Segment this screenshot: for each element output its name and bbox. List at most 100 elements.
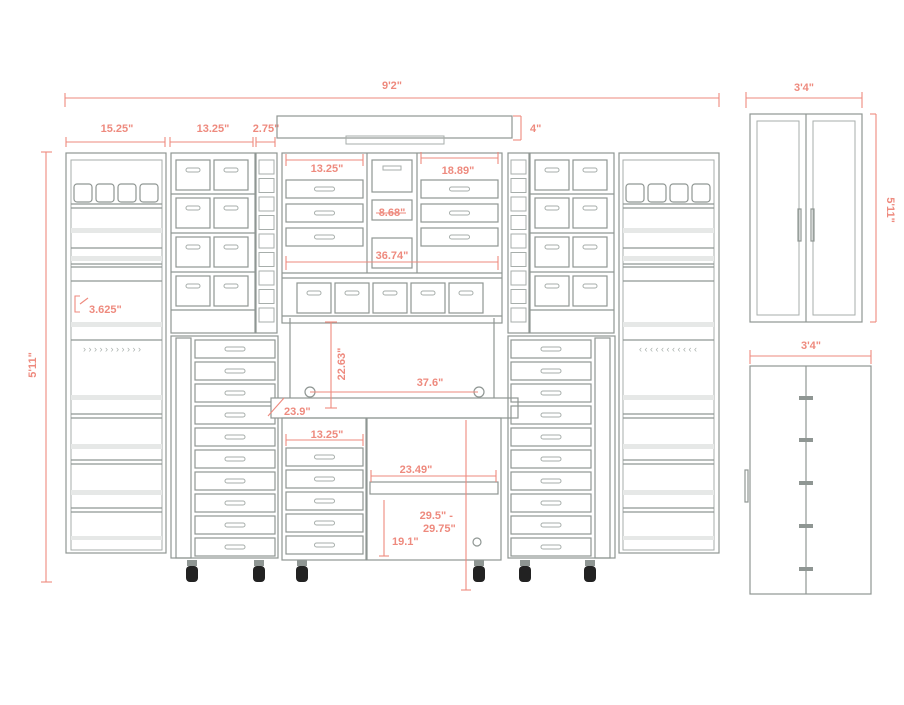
drawer-handle (314, 186, 335, 192)
drawer (420, 203, 499, 223)
bin-handle (582, 167, 598, 173)
spine-pocket (510, 270, 527, 286)
drawer (510, 405, 592, 425)
drawer (510, 383, 592, 403)
storage-bin (213, 197, 249, 229)
bin-handle (344, 290, 360, 296)
spine-pocket (258, 270, 275, 286)
right-bin-section (507, 152, 616, 559)
drawer (194, 537, 276, 557)
caster-wheel (253, 566, 265, 582)
drawer-handle (449, 234, 470, 240)
storage-bin (572, 236, 608, 268)
drawer (194, 449, 276, 469)
drawer-handle (224, 390, 246, 396)
bin-handle (185, 244, 201, 250)
hinge (799, 567, 813, 571)
storage-bin (572, 197, 608, 229)
caster-wheel (186, 566, 198, 582)
bin-handle (582, 283, 598, 289)
spine-pocket (510, 178, 527, 193)
spine-pocket (258, 178, 275, 193)
bin-handle (382, 290, 398, 296)
spine-pocket (258, 252, 275, 267)
caster-mount (297, 560, 307, 566)
drawer-handle (540, 368, 562, 374)
storage-bin (175, 236, 211, 268)
drawer (510, 339, 592, 359)
drawer-handle (224, 346, 246, 352)
drawer-handle (314, 542, 335, 548)
drawer-handle (540, 390, 562, 396)
storage-bin (175, 159, 211, 191)
center-hutch: 13.25" 18.89" 8.68" 36.74" 22.63" 37.6" … (267, 115, 519, 591)
drawer-handle (314, 234, 335, 240)
bin-handle (582, 205, 598, 211)
storage-bin (213, 236, 249, 268)
left-bin-section (170, 152, 279, 559)
drawer-handle (540, 456, 562, 462)
desk-height-label: 29.5" - 29.75" (420, 510, 475, 535)
drawer-handle (224, 368, 246, 374)
drawer (194, 383, 276, 403)
left-section-width-label: 15.25" (101, 123, 134, 135)
right-spine (507, 152, 530, 334)
svg-text:‹ ‹ ‹ ‹ ‹ ‹ ‹ ‹ ‹ ‹ ‹: ‹ ‹ ‹ ‹ ‹ ‹ ‹ ‹ ‹ ‹ ‹ (639, 344, 697, 354)
hinge (799, 396, 813, 400)
overall-height-dimension: 5'11" (27, 151, 52, 583)
drawer-handle (540, 500, 562, 506)
bin-handle (544, 167, 560, 173)
spine-pocket (258, 307, 275, 323)
caster-wheel (519, 566, 531, 582)
storage-bin (534, 197, 570, 229)
drawer-handle (314, 476, 335, 482)
storage-bin (296, 282, 332, 314)
center-right-width-label: 18.89" (442, 165, 475, 177)
storage-bin (572, 159, 608, 191)
bin-handle (223, 167, 239, 173)
hinge (799, 524, 813, 528)
bin-handle (544, 205, 560, 211)
drawer (285, 179, 364, 199)
center-bin-width-label: 13.25" (311, 163, 344, 175)
drawer-handle (449, 186, 470, 192)
caster-mount (474, 560, 484, 566)
caster-mount (585, 560, 595, 566)
shelf-pitch-label: 3.625" (89, 304, 122, 316)
lower-bin-width-label: 13.25" (311, 429, 344, 441)
caster-mount (254, 560, 264, 566)
storage-bin (334, 282, 370, 314)
bin-handle (420, 290, 436, 296)
drawer-handle (224, 434, 246, 440)
drawer (285, 491, 364, 511)
drawer-handle (540, 412, 562, 418)
overall-width-dimension: 9'2" (64, 80, 720, 107)
lower-shelf-width-label: 23.49" (400, 464, 433, 476)
drawer (510, 449, 592, 469)
drawer (285, 513, 364, 533)
spine-pocket (510, 159, 527, 175)
drawer-handle (224, 456, 246, 462)
drawer-handle (224, 522, 246, 528)
drawer-handle (540, 522, 562, 528)
spine-pocket (510, 307, 527, 323)
drawer-handle (540, 346, 562, 352)
drawer-handle (540, 434, 562, 440)
storage-bin (372, 282, 408, 314)
closed-width-label: 3'4" (794, 82, 814, 94)
side-view: 3'4" (744, 340, 872, 595)
drawer (510, 471, 592, 491)
drawer (194, 515, 276, 535)
drawer-handle (224, 500, 246, 506)
drawer-handle (224, 412, 246, 418)
spine-pocket (258, 159, 275, 175)
storage-bin (175, 275, 211, 307)
bin-handle (544, 283, 560, 289)
spine-width-label: 2.75" (253, 123, 280, 135)
storage-bin (534, 275, 570, 307)
drawer (194, 471, 276, 491)
topper-height-label: 4" (530, 123, 541, 135)
bin-handle (185, 205, 201, 211)
